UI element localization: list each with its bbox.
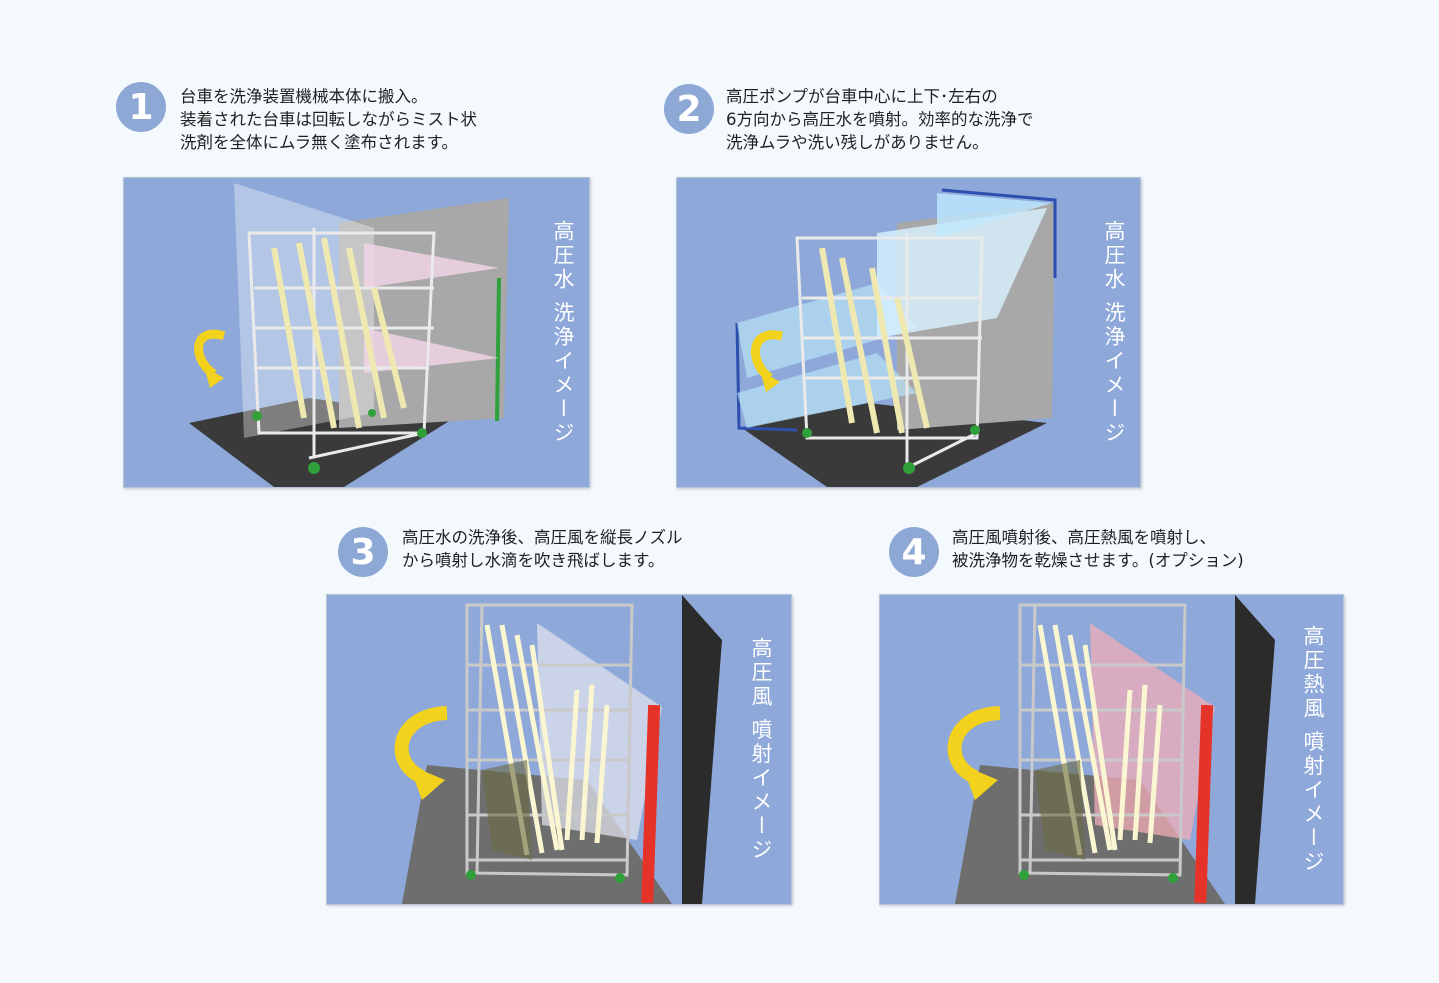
step-number-badge: 1 [116, 82, 166, 132]
cart-trays [271, 237, 407, 429]
image-caption: 高圧風 噴射イメージ [741, 595, 781, 904]
image-caption-text: 高圧風 噴射イメージ [749, 636, 773, 863]
washing-machine-illustration [735, 188, 1057, 487]
description-line: 台車を洗浄装置機械本体に搬入。 [180, 87, 428, 106]
step-description: 高圧ポンプが台車中心に上下･左右の 6方向から高圧水を噴射。効率的な洗浄で 洗浄… [726, 85, 1034, 154]
spray-plume [937, 193, 1052, 238]
description-line: 6方向から高圧水を噴射。効率的な洗浄で [726, 110, 1034, 129]
cart-shadow [1035, 760, 1085, 860]
cart-shadow [482, 760, 532, 860]
nozzle-bar [495, 277, 501, 422]
rotation-arrow-head [760, 370, 780, 392]
description-line: から噴射し水滴を吹き飛ばします。 [402, 551, 665, 570]
lower-nozzle-pipe [735, 322, 798, 432]
description-line: 洗浄ムラや洗い残しがありません。 [726, 133, 989, 152]
image-caption-text: 高圧水 洗浄イメージ [551, 219, 575, 446]
step-number-badge: 4 [889, 527, 939, 577]
nozzle-bar [1194, 704, 1214, 904]
cart-trays [819, 247, 930, 434]
cart-wheels [466, 870, 625, 883]
step-number-badge: 3 [338, 527, 388, 577]
nozzle-bar [641, 704, 661, 904]
description-line: 装着された台車は回転しながらミスト状 [180, 110, 477, 129]
cart-trays [484, 624, 610, 856]
image-caption-text: 高圧熱風 噴射イメージ [1301, 624, 1325, 875]
rotation-arrow [194, 329, 226, 378]
upper-nozzle-pipe [941, 188, 1057, 278]
rotation-arrow-head [962, 765, 998, 800]
spray-plume [737, 283, 917, 378]
step-description: 台車を洗浄装置機械本体に搬入。 装着された台車は回転しながらミスト状 洗剤を全体… [180, 85, 477, 154]
hot-air-illustration [947, 595, 1275, 904]
washing-machine-illustration [189, 183, 509, 487]
cart-wheels [252, 409, 427, 474]
wash-image-panel: 高圧水 洗浄イメージ [676, 177, 1141, 488]
image-caption: 高圧熱風 噴射イメージ [1293, 595, 1333, 904]
description-line: 洗剤を全体にムラ無く塗布されます。 [180, 133, 459, 152]
description-line: 被洗浄物を乾燥させます。(オプション) [952, 551, 1244, 570]
description-line: 高圧水の洗浄後、高圧風を縦長ノズル [402, 528, 683, 547]
machine-wall [1235, 595, 1275, 904]
step-description: 高圧水の洗浄後、高圧風を縦長ノズル から噴射し水滴を吹き飛ばします。 [402, 526, 683, 572]
hot-air-image-panel: 高圧熱風 噴射イメージ [879, 594, 1344, 905]
spray-plume [737, 353, 917, 428]
description-line: 高圧風噴射後、高圧熱風を噴射し、 [952, 528, 1216, 547]
image-caption-text: 高圧水 洗浄イメージ [1102, 219, 1126, 446]
wash-image-panel: 高圧水 洗浄イメージ [123, 177, 590, 488]
air-blow-illustration [394, 595, 722, 904]
cart-wheels [1019, 870, 1178, 883]
spray-plume [877, 208, 1047, 338]
rotation-arrow-head [204, 366, 224, 388]
spray-panel [234, 183, 374, 438]
machine-wall [682, 595, 722, 904]
cart-wheels [802, 425, 980, 474]
image-caption: 高圧水 洗浄イメージ [543, 178, 583, 487]
rotation-arrow-head [409, 765, 445, 800]
spray-plume [364, 328, 499, 373]
image-caption: 高圧水 洗浄イメージ [1094, 178, 1134, 487]
step-number-badge: 2 [664, 84, 714, 134]
step-description: 高圧風噴射後、高圧熱風を噴射し、 被洗浄物を乾燥させます。(オプション) [952, 526, 1244, 572]
description-line: 高圧ポンプが台車中心に上下･左右の [726, 87, 998, 106]
air-blow-image-panel: 高圧風 噴射イメージ [326, 594, 792, 905]
